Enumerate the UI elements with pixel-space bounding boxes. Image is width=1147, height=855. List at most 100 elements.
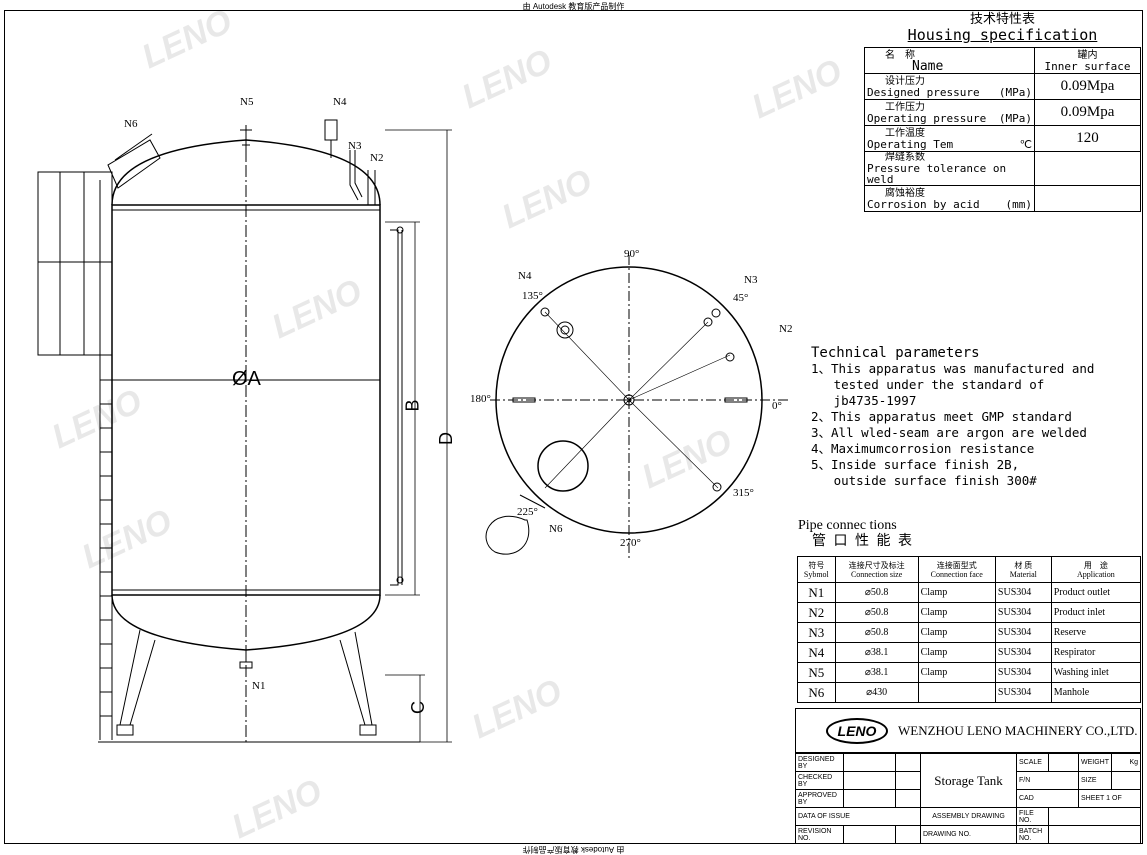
pipe-cell: Respirator <box>1050 642 1142 663</box>
dim-diameter: ØA <box>232 368 261 390</box>
angle-315: 315° <box>733 487 754 499</box>
scale-label: SCALE <box>1016 753 1049 772</box>
angle-135: 135° <box>522 290 543 302</box>
pipe-cell: Reserve <box>1050 622 1142 643</box>
spec-value <box>1034 151 1141 186</box>
dim-d: D <box>436 432 456 445</box>
spec-value: 0.09Mpa <box>1034 99 1141 126</box>
product-name: Storage Tank <box>920 753 1017 808</box>
cad-label: CAD <box>1016 789 1079 808</box>
spec-unit: (MPa) <box>998 85 1032 99</box>
pipe-cell: SUS304 <box>994 642 1052 663</box>
drawing-frame <box>4 10 1143 844</box>
plan-view <box>485 255 790 560</box>
technical-line: 3、All wled-seam are argon are welded <box>811 425 1087 440</box>
spec-unit: ℃ <box>1019 137 1032 151</box>
housing-spec-heading: 技术特性表 Housing specification <box>864 8 1141 43</box>
housing-title-cn: 技术特性表 <box>969 11 1035 26</box>
pipe-cell: Clamp <box>917 602 996 623</box>
spec-name-cn: 设计压力 <box>885 75 925 87</box>
spec-name: Operating pressure <box>867 111 987 125</box>
pipe-cell: ⌀38.1 <box>834 642 919 663</box>
technical-line: outside surface finish 300# <box>811 473 1037 488</box>
approved-by-label: APPROVED BY <box>795 789 844 808</box>
plan-label-n4: N4 <box>518 270 532 282</box>
dimension-lines <box>118 129 452 743</box>
technical-parameters: Technical parameters 1、This apparatus wa… <box>811 345 1094 489</box>
angle-0: 0° <box>772 400 782 412</box>
spec-name: Pressure tolerance on weld <box>867 162 1007 186</box>
company-name: WENZHOU LENO MACHINERY CO.,LTD. <box>898 722 1138 738</box>
nozzle-label-n1: N1 <box>252 680 266 692</box>
pipe-cell: Product inlet <box>1050 602 1142 623</box>
pipe-cell: N4 <box>797 642 836 663</box>
autodesk-banner-top: 由 Autodesk 教育版产品制作 <box>522 2 625 11</box>
drawing-no-label: DRAWING NO. <box>920 825 1017 844</box>
technical-line: 5、Inside surface finish 2B, <box>811 457 1020 472</box>
tank-elevation <box>98 119 420 745</box>
nozzle-label-n2: N2 <box>370 152 384 164</box>
pipe-heading: Pipe connec tions 管 口 性 能 表 <box>798 518 914 550</box>
spec-name: Corrosion by acid <box>867 197 980 211</box>
plan-label-n2: N2 <box>779 323 793 335</box>
nozzle-label-n3: N3 <box>348 140 362 152</box>
inner-header: Inner surface <box>1044 59 1131 73</box>
dim-c: C <box>408 701 428 714</box>
nozzle-label-n6: N6 <box>124 118 138 130</box>
pipe-cell: SUS304 <box>994 622 1052 643</box>
kg-unit: Kg <box>1111 753 1141 772</box>
nozzle-label-n4: N4 <box>333 96 347 108</box>
weight-label: WEIGHT <box>1078 753 1112 772</box>
inner-header-cn: 罐内 <box>1077 49 1098 61</box>
dim-b: B <box>402 399 423 412</box>
assembly-drawing-label: ASSEMBLY DRAWING <box>920 807 1017 826</box>
name-header-cn: 名 称 <box>885 49 915 61</box>
angle-90: 90° <box>624 248 640 260</box>
angle-225: 225° <box>517 506 538 518</box>
spec-unit: (MPa) <box>998 111 1032 125</box>
angle-270: 270° <box>620 537 641 549</box>
pipe-title-cn: 管 口 性 能 表 <box>812 534 914 549</box>
pipe-cell: N6 <box>797 682 836 703</box>
plan-label-n6: N6 <box>549 523 563 535</box>
revision-no-label: REVISION NO. <box>795 825 844 844</box>
technical-title: Technical parameters <box>811 345 980 361</box>
housing-title: Housing specification <box>907 26 1098 44</box>
spec-value <box>1034 185 1141 212</box>
pipe-cell: SUS304 <box>994 602 1052 623</box>
pipe-cell: Clamp <box>917 662 996 683</box>
name-header: Name <box>912 58 944 74</box>
nozzle-label-n5: N5 <box>240 96 254 108</box>
pipe-cell: SUS304 <box>994 582 1052 603</box>
pipe-cell: ⌀50.8 <box>834 602 919 623</box>
ladder <box>37 171 113 740</box>
pipe-cell: SUS304 <box>994 682 1052 703</box>
pipe-cell: SUS304 <box>994 662 1052 683</box>
spec-name-cn: 焊缝系数 <box>885 152 925 163</box>
company-header: LENO WENZHOU LENO MACHINERY CO.,LTD. <box>795 708 1141 753</box>
pipe-cell: ⌀38.1 <box>834 662 919 683</box>
technical-line: jb4735-1997 <box>811 393 917 408</box>
angle-45: 45° <box>733 292 749 304</box>
fn-label: F/N <box>1016 771 1079 790</box>
plan-label-n3: N3 <box>744 274 758 286</box>
